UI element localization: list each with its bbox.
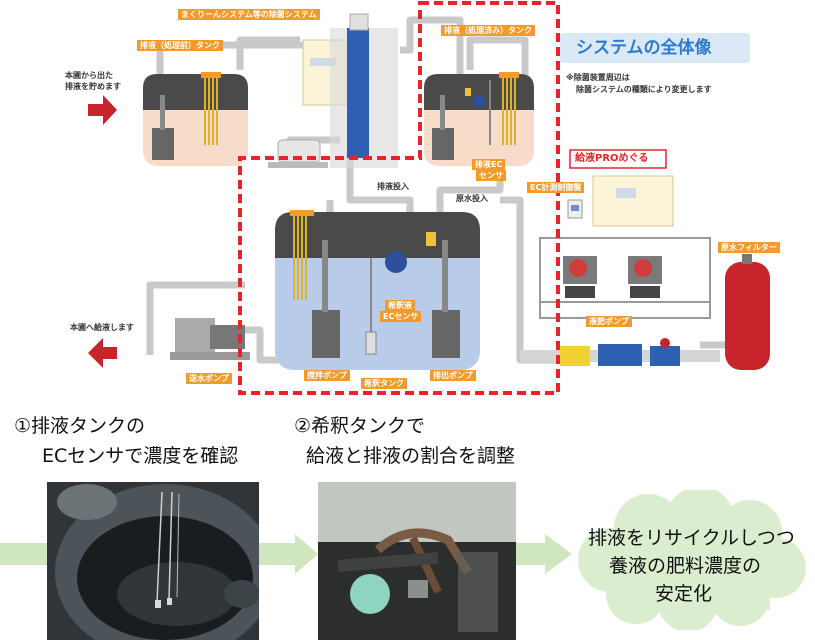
flow-arrow-1: [250, 534, 318, 574]
label-from-field-2: 排液を貯めます: [65, 82, 121, 91]
label-from-field-1: 本圃から出た: [65, 71, 113, 80]
label-sterilize-system: まくりーんシステム等の除菌システム: [178, 9, 320, 20]
label-dilute-ec-2: ECセンサ: [380, 311, 422, 322]
photo-dilution-tank: [318, 482, 516, 640]
label-dilute-ec-1: 希釈液: [385, 300, 415, 311]
label-to-field: 本圃へ給液します: [70, 323, 134, 332]
step2-line2: 給液と排液の割合を調整: [306, 445, 516, 467]
photo-ec-sensor-tank: [47, 482, 259, 640]
ec-controller-box: [567, 175, 674, 227]
system-diagram: まくりーんシステム等の除菌システム 排液（処理前）タンク 排液（処理済み）タンク…: [65, 1, 780, 395]
product-name: 給液PROめぐる: [575, 153, 649, 164]
label-raw-tank: 排液（処理前）タンク: [137, 40, 223, 51]
label-drain-ec-2: センサ: [476, 170, 506, 181]
system-overview-title: システムの全体像: [576, 38, 712, 58]
raw-drain-tank: [143, 72, 248, 166]
label-dilute-tank: 希釈タンク: [361, 378, 407, 389]
step1-line2: ECセンサで濃度を確認: [42, 445, 239, 467]
note-line-1: ※除菌装置周辺は: [566, 73, 630, 82]
diagram-graphics: [88, 1, 770, 395]
raw-water-filter: [725, 254, 770, 370]
step1-line1: ①排液タンクの: [14, 415, 146, 437]
label-treated-tank: 排液（処理済み）タンク: [441, 25, 535, 36]
note-line-2: 除菌システムの種類により変更します: [576, 85, 712, 94]
label-fert-pump: 液肥ポンプ: [586, 316, 632, 327]
flow-arrows: [0, 534, 572, 574]
inflow-arrow: [88, 95, 117, 125]
label-ec-controller: EC計測制御盤: [527, 182, 585, 193]
sterilizer: [268, 13, 398, 168]
label-stir-pump: 撹拌ポンプ: [304, 370, 350, 381]
result-line2: 養液の肥料濃度の: [609, 555, 762, 577]
result-line1: 排液をリサイクルしつつ: [588, 527, 795, 549]
result-line3: 安定化: [655, 583, 713, 605]
fertilizer-pumps: [563, 256, 662, 298]
label-drain-input: 排液投入: [377, 182, 409, 191]
supply-line: [520, 338, 720, 366]
treated-drain-tank: [424, 72, 534, 166]
result-cloud: [578, 490, 806, 630]
flow-band-left: [0, 543, 60, 565]
highlight-frames: [238, 1, 560, 395]
outflow-arrow: [88, 338, 117, 368]
label-send-pump: 送水ポンプ: [186, 373, 232, 384]
dilution-tank: [275, 210, 480, 370]
flow-arrow-2: [515, 534, 572, 574]
step2-line1: ②希釈タンクで: [294, 415, 426, 437]
label-raw-input: 原水投入: [456, 194, 488, 203]
overview-badge: [560, 33, 750, 63]
label-raw-filter: 原水フィルター: [718, 242, 780, 253]
label-drain-ec-1: 排液EC: [472, 159, 506, 170]
label-discharge-pump: 排出ポンプ: [430, 370, 476, 381]
